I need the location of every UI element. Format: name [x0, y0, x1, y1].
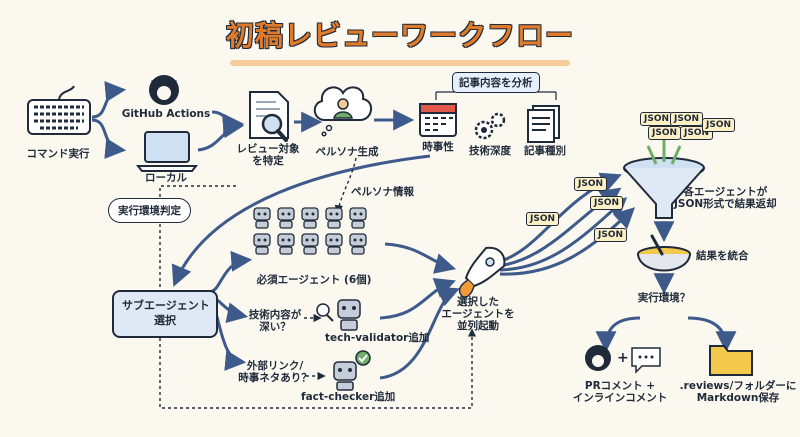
- env-detect-cloud: 実行環境判定: [108, 198, 191, 223]
- persona-icon: [313, 86, 372, 137]
- json-chip-7: JSON: [670, 112, 704, 126]
- tech-depth-label: 技術深度: [469, 145, 511, 157]
- fact-checker-label: fact-checker追加: [301, 391, 396, 403]
- reviews-folder-label: .reviews/フォルダーに Markdown保存: [679, 380, 797, 405]
- local-label: ローカル: [145, 172, 187, 184]
- persona-info-label: ペルソナ情報: [351, 186, 414, 198]
- robot-icon: [253, 207, 271, 229]
- robot-icon: [325, 207, 343, 229]
- laptop-icon: [135, 131, 199, 172]
- rocket-icon: [458, 246, 506, 298]
- documents-icon: [527, 105, 560, 143]
- robot-icon: [349, 207, 367, 229]
- robot-icon: [253, 233, 271, 255]
- json-chip-2: JSON: [590, 196, 624, 210]
- robot-icon: [349, 233, 367, 255]
- robot-icon: [301, 233, 319, 255]
- title-underline: [230, 60, 570, 66]
- document-search-icon: [249, 91, 289, 142]
- tech-question-label: 技術内容が 深い？: [248, 309, 302, 334]
- robot-icon: [301, 207, 319, 229]
- tech-validator-robot: [316, 299, 361, 331]
- robot-icon: [277, 233, 295, 255]
- bowl-icon: [637, 234, 691, 272]
- article-type-label: 記事種別: [524, 145, 566, 157]
- json-chip-5: JSON: [640, 112, 674, 126]
- required-agents-label: 必須エージェント (6個): [256, 274, 372, 286]
- robot-icon: [277, 207, 295, 229]
- subagent-select-box: サブエージェント 選択: [112, 290, 218, 338]
- gears-icon: [474, 112, 506, 140]
- pr-comment-label: PRコメント + インラインコメント: [572, 380, 668, 405]
- merge-label: 結果を統合: [696, 250, 749, 262]
- folder-icon: [709, 345, 753, 376]
- analysis-bracket: [435, 91, 557, 100]
- dotted-arrows: [159, 157, 477, 409]
- analyze-badge: 記事内容を分析: [452, 72, 540, 93]
- command-label: コマンド実行: [26, 148, 90, 160]
- github-output-icon: +: [585, 345, 661, 374]
- json-chip-6: JSON: [648, 126, 682, 140]
- github-actions-label: GitHub Actions: [121, 108, 211, 120]
- calendar-icon: [419, 103, 457, 137]
- tech-validator-label: tech-validator追加: [325, 332, 430, 344]
- review-target-label: レビュー対象 を特定: [236, 143, 300, 168]
- json-chip-3: JSON: [526, 212, 560, 226]
- page-title: 初稿レビューワークフロー: [225, 19, 575, 52]
- required-agents-robots: [253, 207, 367, 255]
- external-question-label: 外部リンク/ 時事ネタあり？: [238, 360, 312, 385]
- robot-icon: [325, 233, 343, 255]
- json-chip-1: JSON: [574, 177, 608, 191]
- parallel-launch-label: 選択した エージェントを 並列起動: [441, 296, 515, 333]
- github-icon: [149, 75, 179, 105]
- json-chip-4: JSON: [594, 228, 628, 242]
- json-chip-9: JSON: [702, 118, 736, 132]
- svg-text:+: +: [617, 350, 629, 366]
- timeliness-label: 時事性: [422, 141, 454, 153]
- keyboard-icon: [27, 85, 91, 135]
- fact-checker-robot: [333, 350, 371, 391]
- funnel-icon: [623, 140, 705, 219]
- persona-gen-label: ペルソナ生成: [315, 146, 379, 158]
- subagent-select-label: サブエージェント 選択: [122, 299, 210, 327]
- env-question-label: 実行環境？: [637, 292, 691, 304]
- json-return-label: 各エージェントが JSON形式で結果返却: [674, 186, 777, 211]
